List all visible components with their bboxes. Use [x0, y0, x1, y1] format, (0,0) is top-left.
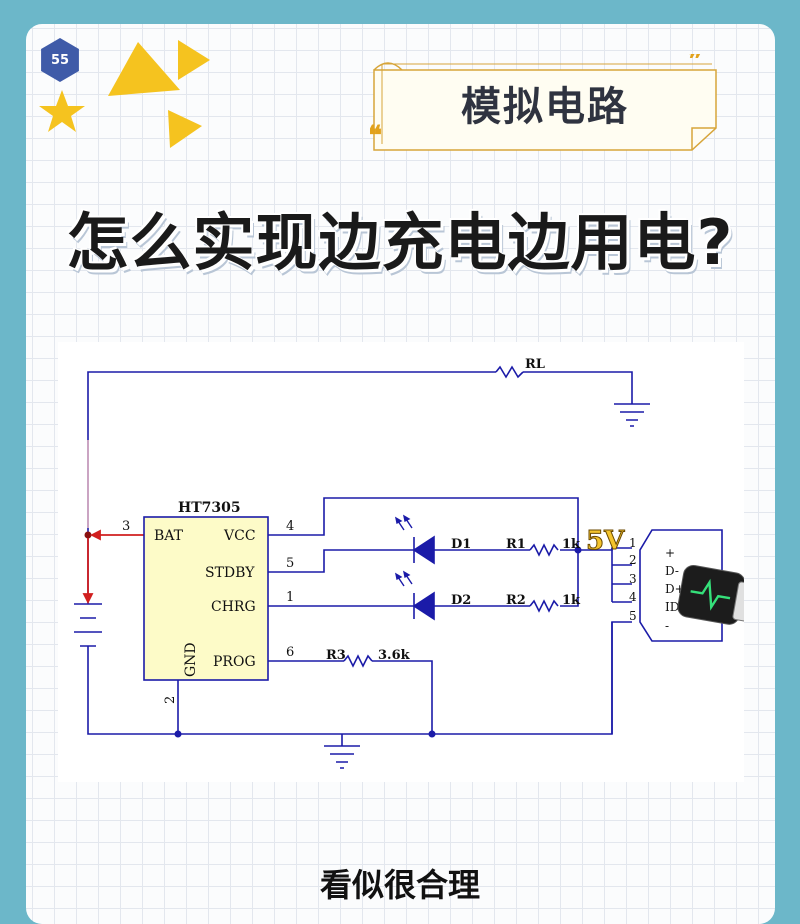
wire: [372, 660, 433, 734]
rl-label: RL: [525, 357, 545, 372]
pin-num-chrg: 1: [286, 590, 294, 605]
bottom-caption: 看似很合理: [319, 866, 480, 904]
svg-text:3: 3: [629, 572, 637, 586]
triangle-icon: [168, 110, 202, 148]
pin-num-gnd: 2: [163, 696, 178, 704]
category-label: 模拟电路: [461, 84, 629, 130]
wire: [612, 564, 632, 603]
pin-num-stdby: 5: [286, 556, 294, 571]
quote-mark-icon: ❝: [370, 121, 382, 151]
battery-icon: [74, 603, 102, 647]
svg-text:-: -: [665, 619, 669, 633]
pin-name-gnd: GND: [183, 642, 199, 677]
quote-mark-icon: ❞: [688, 54, 702, 75]
r3-label: R3: [326, 648, 346, 663]
ground-icon: [324, 745, 360, 769]
svg-text:4: 4: [629, 590, 637, 604]
star-icon: [39, 90, 85, 132]
triangle-icon: [108, 42, 180, 96]
led-d2-icon: [412, 591, 435, 621]
pin-name-chrg: CHRG: [211, 599, 256, 615]
triangle-icon: [178, 40, 210, 80]
decoration-shapes: [39, 40, 210, 148]
resistor-r2: [529, 599, 559, 613]
pin-name-vcc: VCC: [223, 528, 256, 544]
resistor-rl: [495, 365, 524, 379]
pin-num-vcc: 4: [286, 519, 294, 534]
pin-name-stdby: STDBY: [205, 565, 255, 581]
wire: [268, 549, 414, 573]
r1-label: R1: [506, 537, 526, 552]
svg-text:+: +: [665, 546, 675, 560]
chip-name: HT7305: [178, 500, 241, 516]
d2-label: D2: [451, 593, 471, 608]
circuit-schematic: HT7305 3 BAT 4 VCC 5 STDBY 1 CHRG 2 GND …: [58, 342, 744, 782]
d1-label: D1: [451, 537, 471, 552]
pin-name-bat: BAT: [154, 528, 184, 544]
junction-dots: [84, 531, 582, 738]
svg-text:ID: ID: [665, 600, 679, 614]
svg-text:D-: D-: [665, 564, 679, 578]
svg-text:5: 5: [629, 609, 637, 623]
supply-5v-label: 5V: [586, 526, 625, 556]
resistor-r3: [343, 654, 373, 668]
r3-value: 3.6k: [378, 648, 411, 663]
category-frame: ❞ ❝: [370, 54, 717, 151]
pin-num-bat: 3: [122, 519, 130, 534]
led-d1-icon: [412, 535, 435, 565]
page-number: 55: [50, 52, 70, 68]
pin-num-prog: 6: [286, 645, 294, 660]
page-title: 怎么实现边充电边用电?: [66, 206, 734, 279]
ground-icon: [614, 403, 650, 427]
resistor-r1: [529, 543, 559, 557]
usb-plug-icon: [677, 565, 744, 627]
chip-ht7305: [143, 516, 269, 681]
svg-text:2: 2: [629, 553, 637, 567]
r1-value: 1k: [562, 537, 581, 552]
r2-label: R2: [506, 593, 526, 608]
wire: [87, 371, 496, 535]
r2-value: 1k: [562, 593, 581, 608]
wire: [523, 371, 633, 404]
svg-text:1: 1: [629, 536, 637, 550]
wire: [268, 497, 579, 607]
pin-name-prog: PROG: [213, 654, 256, 670]
